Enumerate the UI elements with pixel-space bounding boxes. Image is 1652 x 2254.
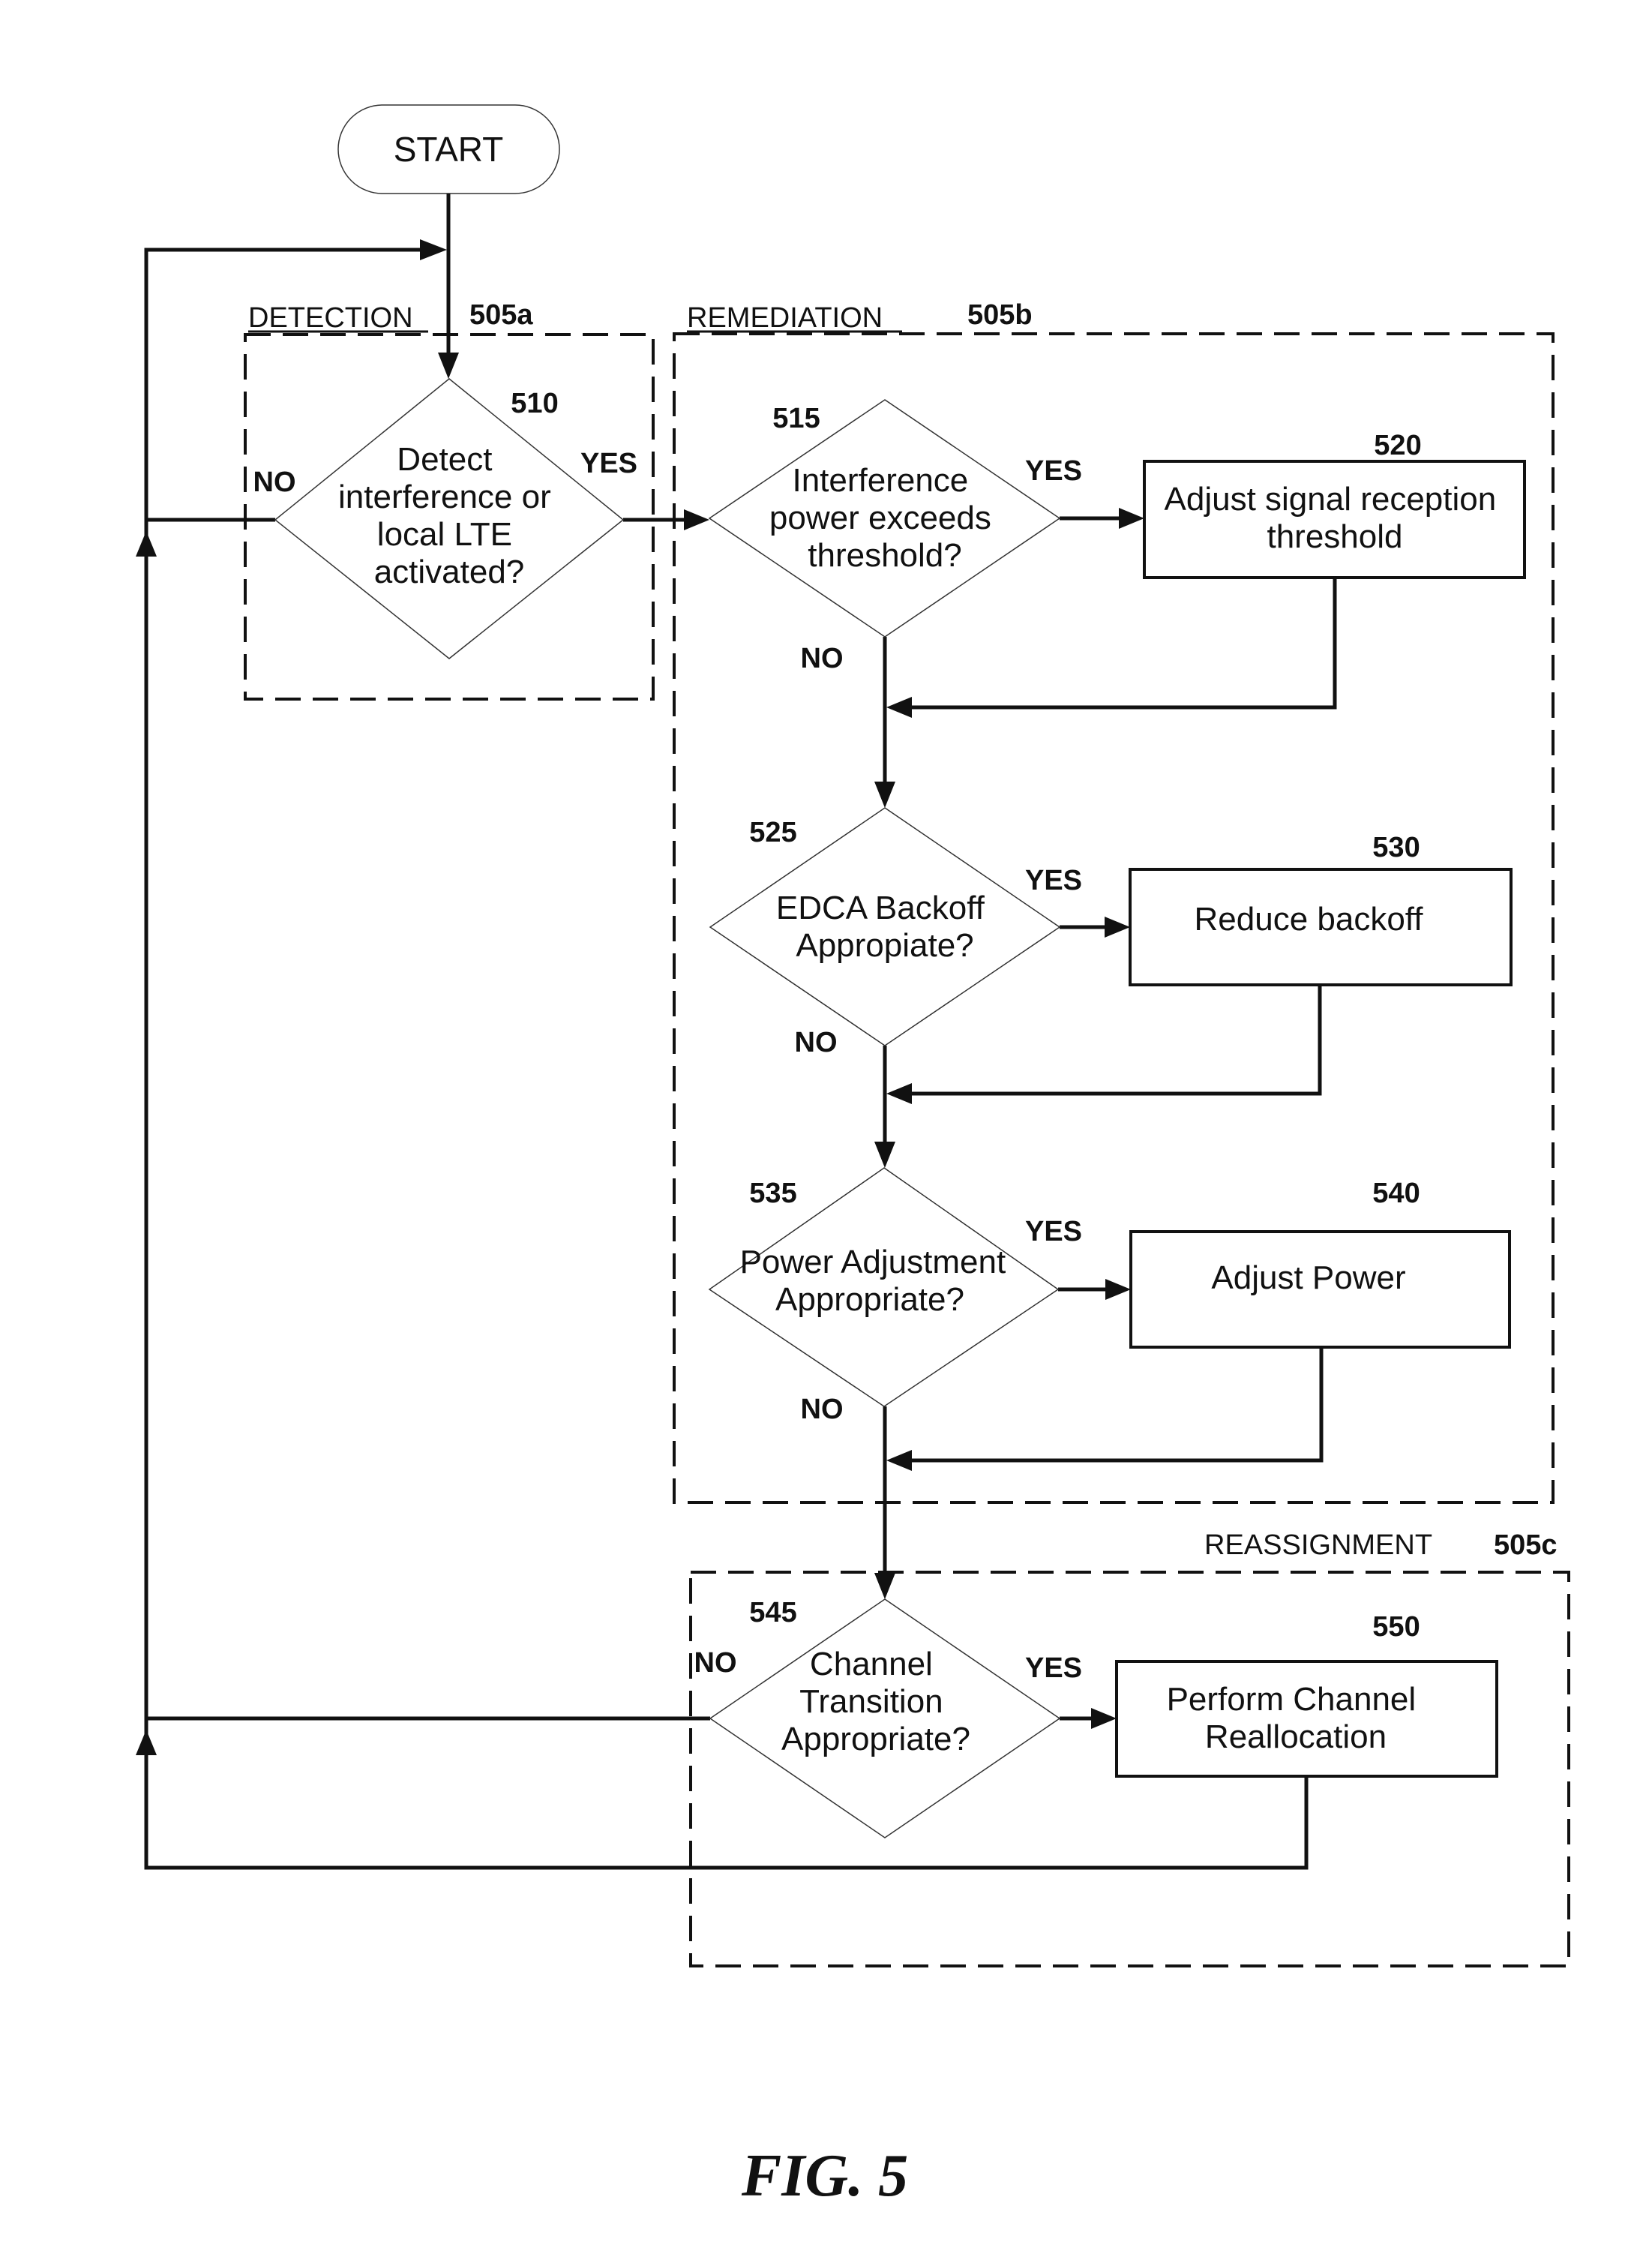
arrowhead-550-in (1091, 1708, 1117, 1729)
arrowhead-545-in (874, 1573, 895, 1599)
ref-510: 510 (511, 388, 558, 419)
ref-520: 520 (1374, 430, 1421, 461)
arrowhead-540-in (1105, 1279, 1131, 1300)
process-530-text: Reduce backoff (1195, 901, 1424, 938)
ref-530: 530 (1372, 832, 1420, 863)
flow-connectors (136, 194, 1335, 1868)
arrowhead-515-in (684, 509, 709, 530)
connector-520-return (907, 578, 1335, 707)
decision-525-no-label: NO (795, 1027, 838, 1058)
decision-535-no-label: NO (801, 1394, 844, 1425)
decision-525-yes-label: YES (1025, 865, 1082, 896)
decision-545-yes-label: YES (1025, 1652, 1082, 1684)
arrowhead-525-in (874, 782, 895, 808)
decision-525-text: EDCA Backoff Appropiate? (776, 890, 994, 964)
arrowhead-510-in (438, 353, 459, 379)
decision-510-yes-label: YES (580, 448, 637, 479)
detection-group-label: DETECTION (248, 302, 413, 334)
process-550-text: Perform Channel Reallocation (1167, 1681, 1426, 1755)
ref-545: 545 (749, 1597, 796, 1628)
decision-545-no-label: NO (694, 1647, 737, 1679)
ref-535: 535 (749, 1178, 796, 1209)
arrowhead-520-return (886, 697, 912, 718)
arrowhead-530-in (1105, 917, 1130, 938)
decision-535-yes-label: YES (1025, 1216, 1082, 1247)
ref-525: 525 (749, 817, 796, 848)
arrowhead-530-return (886, 1083, 912, 1104)
process-540-text: Adjust Power (1211, 1259, 1405, 1296)
ref-540: 540 (1372, 1178, 1420, 1209)
arrowhead-520-in (1119, 508, 1144, 529)
arrowhead-loop-up-upper (136, 531, 157, 557)
remediation-group-ref: 505b (967, 299, 1033, 331)
reassignment-group-label: REASSIGNMENT (1204, 1529, 1432, 1561)
decision-510-no-label: NO (253, 467, 296, 498)
connector-540-return (907, 1347, 1321, 1460)
start-label: START (394, 130, 504, 169)
decision-515-yes-label: YES (1025, 455, 1082, 487)
decision-515-no-label: NO (801, 643, 844, 674)
arrowhead-loop-up-lower (136, 1730, 157, 1755)
connector-530-return (907, 985, 1320, 1094)
arrowhead-540-return (886, 1450, 912, 1471)
ref-515: 515 (772, 403, 820, 434)
arrowhead-loop-top (420, 239, 447, 260)
remediation-group-label: REMEDIATION (687, 302, 883, 334)
ref-550: 550 (1372, 1611, 1420, 1643)
detection-group-ref: 505a (469, 299, 533, 331)
arrowhead-535-in (874, 1142, 895, 1168)
reassignment-group-ref: 505c (1494, 1529, 1558, 1561)
figure-caption: FIG. 5 (741, 2143, 908, 2209)
